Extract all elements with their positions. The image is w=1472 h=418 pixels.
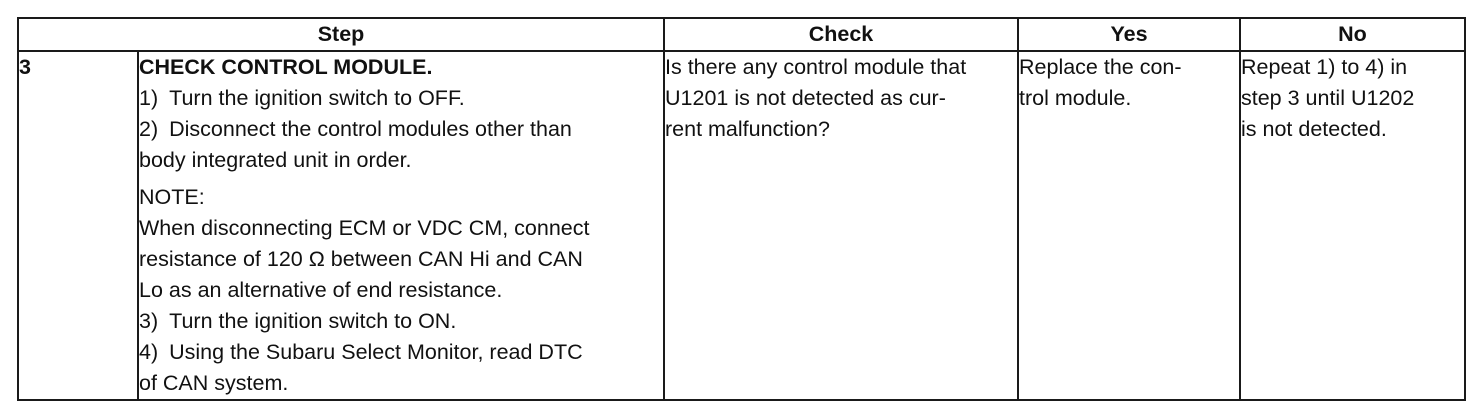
yes-cell: Replace the con- trol module.: [1017, 50, 1241, 401]
no-text: is not detected.: [1241, 117, 1387, 141]
step-item-text: of CAN system.: [139, 371, 289, 395]
check-cell: Is there any control module that U1201 i…: [663, 50, 1019, 401]
yes-text: trol module.: [1019, 86, 1132, 110]
step-item-number: 2): [139, 117, 159, 141]
step-item-text: Turn the ignition switch to ON.: [169, 309, 457, 333]
header-no: No: [1239, 17, 1466, 52]
header-yes: Yes: [1017, 17, 1241, 52]
step-item-4: 4) Using the Subaru Select Monitor, read …: [139, 337, 663, 368]
step-number: 3: [17, 50, 139, 401]
step-item-number: 4): [139, 340, 159, 364]
header-check: Check: [663, 17, 1019, 52]
step-item-number: 3): [139, 309, 159, 333]
step-item-3: 3) Turn the ignition switch to ON.: [139, 306, 663, 337]
no-text: step 3 until U1202: [1241, 86, 1415, 110]
diagnostic-table: Step Check Yes No 3 CHECK CONTROL MODULE…: [17, 17, 1466, 401]
step-item-1: 1) Turn the ignition switch to OFF.: [139, 83, 663, 114]
note-text: When disconnecting ECM or VDC CM, connec…: [139, 216, 590, 240]
check-text: U1201 is not detected as cur-: [665, 86, 946, 110]
step-item-number: 1): [139, 86, 159, 110]
step-item-text: Turn the ignition switch to OFF.: [169, 86, 465, 110]
check-text: rent malfunction?: [665, 117, 830, 141]
no-text: Repeat 1) to 4) in: [1241, 55, 1408, 79]
check-text: Is there any control module that: [665, 55, 967, 79]
note-text: resistance of 120 Ω between CAN Hi and C…: [139, 247, 583, 271]
yes-text: Replace the con-: [1019, 55, 1182, 79]
note-label: NOTE:: [139, 185, 205, 209]
step-title: CHECK CONTROL MODULE.: [139, 55, 433, 79]
step-item-text: Disconnect the control modules other tha…: [169, 117, 572, 141]
table-row: 3 CHECK CONTROL MODULE. 1) Turn the ignit…: [17, 50, 1466, 401]
no-cell: Repeat 1) to 4) in step 3 until U1202 is…: [1239, 50, 1466, 401]
step-cell: CHECK CONTROL MODULE. 1) Turn the ignitio…: [137, 50, 665, 401]
step-item-2: 2) Disconnect the control modules other t…: [139, 114, 663, 145]
step-item-text: body integrated unit in order.: [139, 148, 412, 172]
header-step: Step: [17, 17, 665, 52]
note-text: Lo as an alternative of end resistance.: [139, 278, 503, 302]
header-row: Step Check Yes No: [17, 17, 1466, 52]
step-item-text: Using the Subaru Select Monitor, read DT…: [169, 340, 583, 364]
